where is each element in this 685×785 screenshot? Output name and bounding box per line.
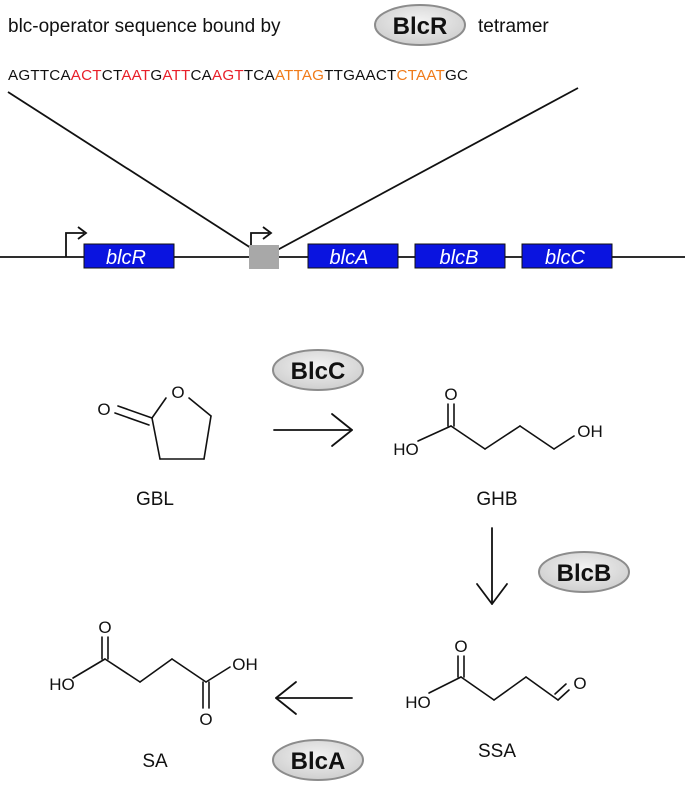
header-prefix: blc-operator sequence bound by — [8, 16, 281, 37]
label-sa: SA — [142, 751, 168, 772]
sequence-segment: AGTTCA — [8, 67, 71, 84]
ghb-hydroxyl-acid: HO — [393, 440, 419, 459]
zoom-line-left — [7, 91, 263, 256]
blcr-pill-label: BlcR — [393, 13, 448, 40]
blca-pill: BlcA — [272, 739, 364, 781]
gene-label-blcB: blcB — [440, 247, 479, 269]
label-gbl: GBL — [136, 489, 174, 510]
ssa-hydroxyl: HO — [405, 693, 431, 712]
arrow-gbl-to-ghb — [273, 413, 353, 447]
promoter-arrow-2 — [250, 226, 273, 245]
sa-right-hydroxyl: OH — [232, 655, 258, 674]
header-suffix: tetramer — [478, 16, 549, 37]
gene-label-blcR: blcR — [106, 247, 146, 269]
sa-bottom-oxygen: O — [199, 710, 212, 729]
blcr-pill: BlcR — [374, 4, 466, 46]
ssa-carbonyl-oxygen: O — [454, 637, 467, 656]
sequence-segment: TCA — [244, 67, 276, 84]
blcc-pill-label: BlcC — [291, 358, 346, 385]
blcc-pill: BlcC — [272, 349, 364, 391]
sequence-segment: ATT — [162, 67, 190, 84]
gene-label-blcC: blcC — [545, 247, 586, 269]
sa-left-hydroxyl: HO — [49, 675, 75, 694]
gene-blcR: blcR — [83, 243, 175, 269]
ghb-carbonyl-oxygen: O — [444, 385, 457, 404]
zoom-line-right — [267, 87, 579, 256]
sequence-segment: AAT — [121, 67, 150, 84]
molecule-gbl: O O — [97, 383, 212, 460]
molecule-ssa: O HO O — [405, 637, 586, 712]
blca-pill-label: BlcA — [291, 748, 346, 775]
gene-blcA: blcA — [307, 243, 399, 269]
ssa-aldehyde-oxygen: O — [573, 674, 586, 693]
blcb-pill-label: BlcB — [557, 560, 612, 587]
promoter-arrow-1 — [65, 226, 88, 257]
sequence-segment: TTGAACT — [324, 67, 396, 84]
ghb-hydroxyl-end: OH — [577, 422, 603, 441]
sequence-segment: AGT — [212, 67, 244, 84]
sequence-segment: G — [150, 67, 162, 84]
molecule-sa: O HO OH O — [49, 618, 258, 729]
sequence-segment: ACT — [71, 67, 102, 84]
gene-blcC: blcC — [521, 243, 613, 269]
sequence-segment: CT — [102, 67, 122, 84]
sequence-segment: GC — [445, 67, 468, 84]
sequence-segment: ATTAG — [275, 67, 324, 84]
gbl-ring-oxygen: O — [171, 383, 184, 402]
arrow-ssa-to-sa — [275, 681, 353, 715]
molecule-ghb: O HO OH — [393, 385, 603, 459]
blcb-pill: BlcB — [538, 551, 630, 593]
sa-top-oxygen: O — [98, 618, 111, 637]
label-ghb: GHB — [476, 489, 517, 510]
gbl-carbonyl-oxygen: O — [97, 400, 110, 419]
label-ssa: SSA — [478, 741, 516, 762]
gene-label-blcA: blcA — [330, 247, 369, 269]
sequence-segment: CA — [191, 67, 213, 84]
sequence-segment: CTAAT — [396, 67, 445, 84]
operator-sequence: AGTTCAACTCTAATGATTCAAGTTCAATTAGTTGAACTCT… — [8, 67, 468, 84]
gene-blcB: blcB — [414, 243, 506, 269]
arrow-ghb-to-ssa — [476, 527, 508, 605]
operator-box — [249, 245, 279, 269]
